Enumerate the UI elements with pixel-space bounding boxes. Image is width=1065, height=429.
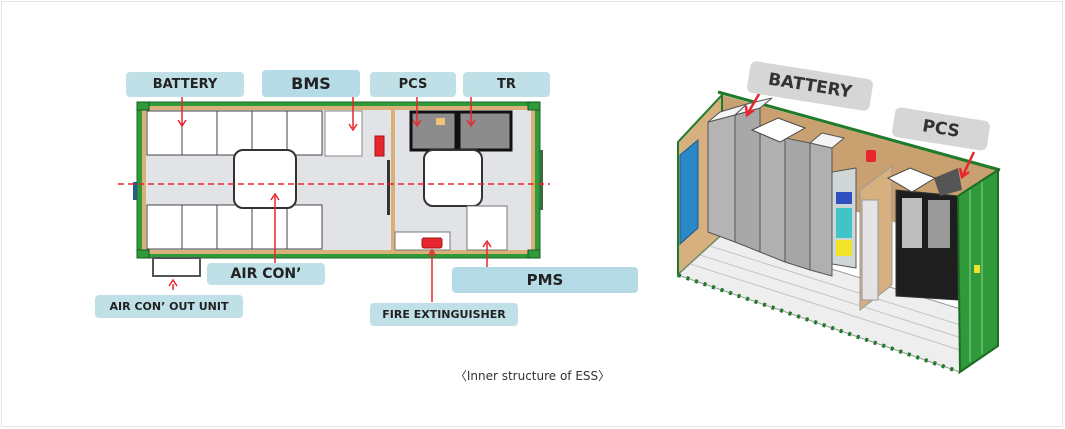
iso-warning-sign	[974, 265, 980, 273]
plan-arrows	[168, 97, 492, 302]
label-air-con-out-unit: AIR CON’ OUT UNIT	[95, 295, 243, 318]
partition-door	[387, 160, 390, 215]
pcs-cabinet	[409, 110, 458, 152]
pcs-panel	[436, 118, 445, 125]
label-battery: BATTERY	[126, 72, 244, 97]
bms-cabinet	[324, 110, 363, 157]
label-tr: TR	[463, 72, 550, 97]
iso-bms-panel	[836, 208, 852, 238]
corner-block	[527, 101, 541, 111]
label-pcs: PCS	[370, 72, 456, 97]
air-con-unit-2	[423, 149, 483, 207]
iso-left-door	[679, 138, 699, 246]
tr-cabinet	[457, 110, 513, 152]
iso-pcs-door-1	[902, 198, 922, 248]
label-bms: BMS	[262, 70, 360, 97]
figure-caption: 〈Inner structure of ESS〉	[454, 369, 611, 383]
fire-extinguisher	[421, 237, 443, 249]
iso-fire-extinguisher	[866, 150, 876, 162]
iso-partition-door	[861, 199, 879, 301]
corner-block	[136, 101, 150, 111]
label-pms: PMS	[452, 267, 638, 293]
iso-air-con-1	[750, 117, 807, 143]
label-fire-extinguisher: FIRE EXTINGUISHER	[370, 303, 518, 326]
fire-extinguisher-wall	[374, 135, 385, 157]
label-air-con: AIR CON’	[207, 263, 325, 285]
iso-bms-screen	[836, 192, 852, 204]
iso-right-door-bars	[969, 182, 983, 362]
iso-floor-stripes	[689, 245, 977, 351]
iso-pcs-door-2	[928, 200, 950, 248]
corner-block	[136, 249, 150, 259]
corner-block	[527, 249, 541, 259]
iso-pcs-top	[934, 168, 962, 196]
side-vent-right	[540, 150, 543, 210]
partition-wall	[391, 110, 395, 250]
iso-bms-yellow	[836, 240, 852, 256]
air-con-out-unit	[152, 257, 201, 277]
battery-racks-bottom	[146, 204, 323, 250]
iso-top-edge	[717, 90, 1001, 172]
side-vent-left	[133, 182, 137, 200]
battery-racks-top	[146, 110, 323, 156]
air-con-unit-1	[233, 149, 297, 209]
iso-battery-racks	[707, 97, 846, 277]
